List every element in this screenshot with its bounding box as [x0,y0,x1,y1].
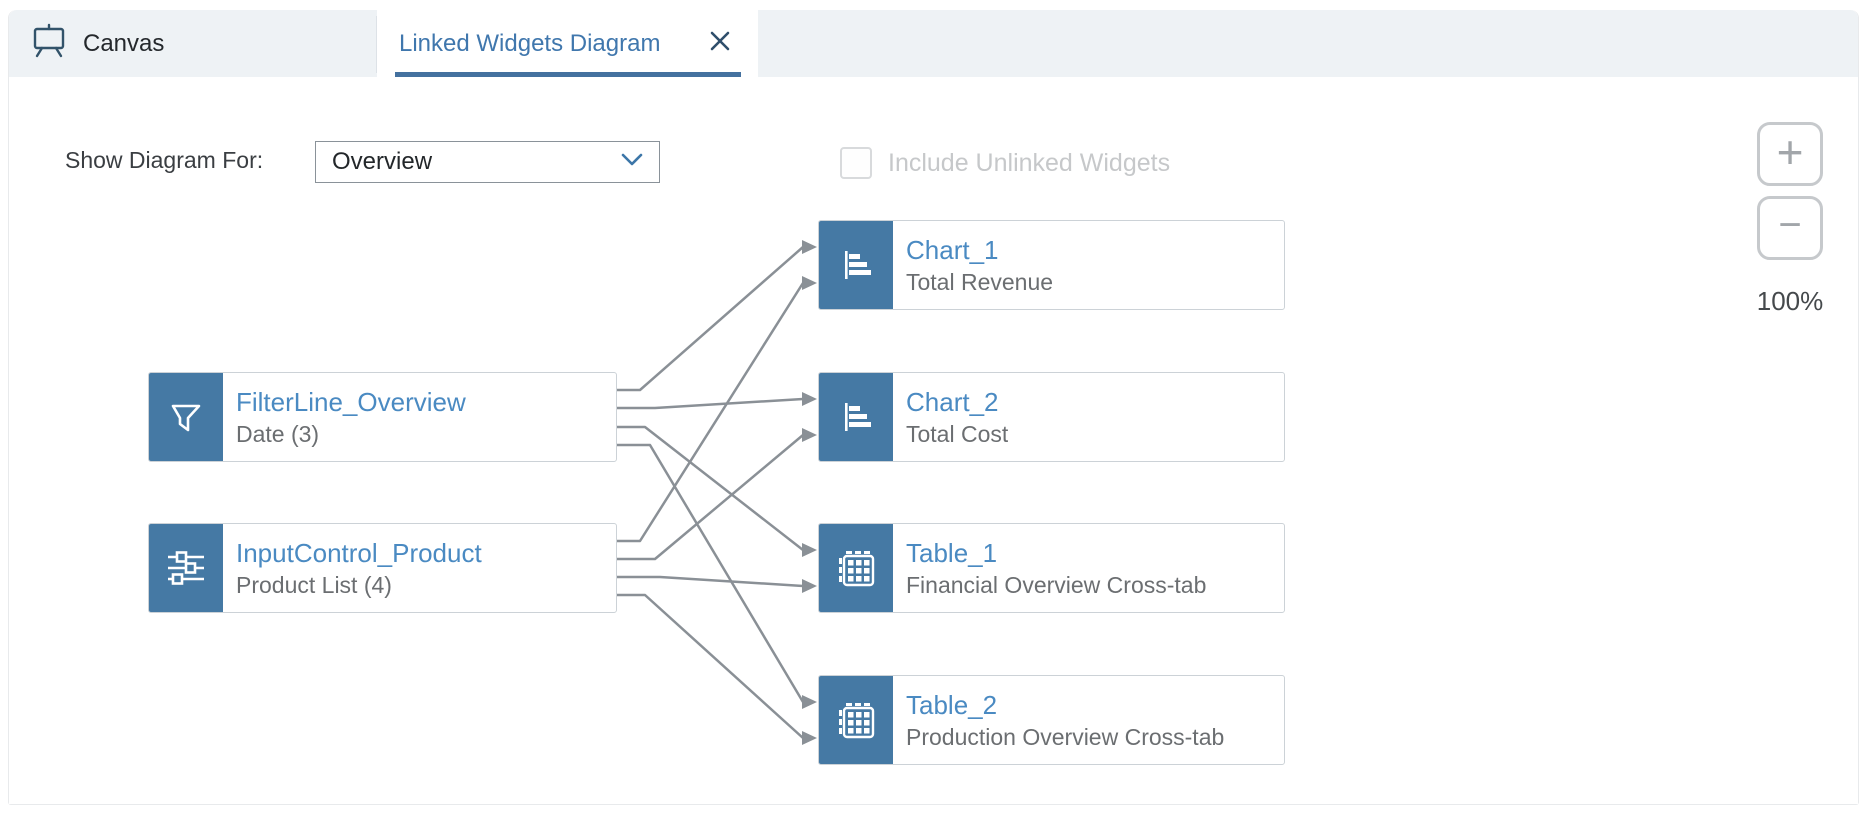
node-title: Table_1 [906,538,998,568]
link-filterline-table1 [617,425,804,551]
table-icon [819,524,893,612]
dropdown-selected-value: Overview [332,148,433,175]
tab-canvas[interactable]: Canvas [9,10,376,77]
minus-icon: − [1778,202,1802,247]
node-subtitle: Total Cost [906,421,1009,447]
node-subtitle: Total Revenue [906,269,1054,295]
node-title: Chart_1 [906,235,999,265]
node-table-2[interactable]: Table_2 Production Overview Cross-tab [818,675,1285,765]
tab-separator [376,16,377,73]
table-icon [819,676,893,764]
zoom-in-button[interactable]: + [1757,122,1823,186]
node-subtitle: Date (3) [236,421,320,447]
tab-diagram-label: Linked Widgets Diagram [399,29,661,57]
tab-bar: Canvas Linked Widgets Diagram [9,10,1858,77]
chevron-down-icon [619,151,645,174]
link-inputcontrol-chart1 [617,282,805,543]
node-subtitle: Product List (4) [236,572,392,598]
diagram-canvas: Show Diagram For: Overview Include Unlin… [9,77,1858,804]
connector-lines [617,240,817,745]
bar-chart-icon [819,373,893,461]
link-filterline-table2 [617,443,805,703]
node-chart-1[interactable]: Chart_1 Total Revenue [818,220,1285,310]
tab-canvas-label: Canvas [83,29,165,57]
link-inputcontrol-table1 [617,575,804,588]
node-subtitle: Production Overview Cross-tab [906,724,1225,750]
bar-chart-icon [819,221,893,309]
node-inputcontrol-product[interactable]: InputControl_Product Product List (4) [148,523,617,613]
show-diagram-for-label: Show Diagram For: [65,147,264,173]
node-title: InputControl_Product [236,538,482,568]
node-table-1[interactable]: Table_1 Financial Overview Cross-tab [818,523,1285,613]
diagram-for-dropdown[interactable]: Overview [315,141,660,183]
include-unlinked-widgets-checkbox[interactable] [840,147,872,179]
zoom-out-button[interactable]: − [1757,196,1823,260]
link-inputcontrol-chart2 [617,434,804,561]
node-chart-2[interactable]: Chart_2 Total Cost [818,372,1285,462]
node-title: Table_2 [906,690,998,720]
link-filterline-chart1 [617,246,804,392]
input-control-icon [149,524,223,612]
node-title: Chart_2 [906,387,999,417]
tab-linked-widgets-diagram[interactable]: Linked Widgets Diagram [377,10,758,77]
link-inputcontrol-table2 [617,593,804,739]
filter-icon [149,373,223,461]
node-subtitle: Financial Overview Cross-tab [906,572,1207,598]
easel-icon [31,23,67,64]
zoom-level: 100% [1756,286,1824,316]
node-filterline-overview[interactable]: FilterLine_Overview Date (3) [148,372,617,462]
include-unlinked-widgets-label: Include Unlinked Widgets [888,149,1171,177]
arrowheads [802,240,817,745]
active-tab-underline [395,72,741,77]
close-icon[interactable] [708,29,732,58]
link-filterline-chart2 [617,397,804,410]
plus-icon: + [1776,126,1804,178]
node-title: FilterLine_Overview [236,387,466,417]
linked-widgets-panel: Canvas Linked Widgets Diagram [8,10,1859,805]
